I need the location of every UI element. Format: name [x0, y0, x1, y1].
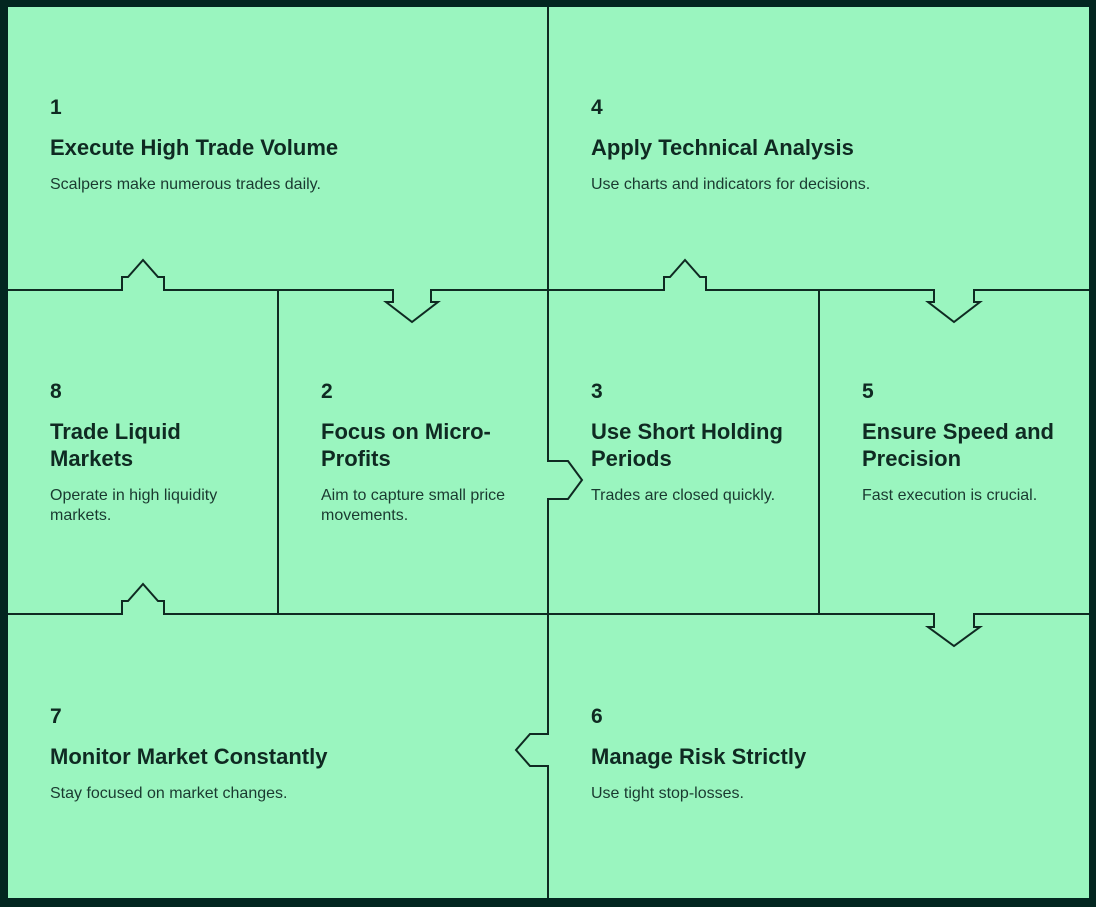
step-description: Stay focused on market changes. — [50, 785, 288, 802]
step-title: Execute High Trade Volume — [50, 135, 339, 160]
step-number: 1 — [50, 96, 62, 119]
step-description: Use tight stop-losses. — [591, 785, 744, 802]
step-description: Operate in high liquidity markets. — [50, 487, 218, 524]
step-description: Scalpers make numerous trades daily. — [50, 176, 321, 193]
step-1: 1 Execute High Trade Volume Scalpers mak… — [50, 96, 530, 195]
step-description: Trades are closed quickly. — [591, 487, 776, 504]
step-number: 3 — [591, 380, 603, 403]
step-number: 2 — [321, 380, 333, 403]
step-description: Use charts and indicators for decisions. — [591, 176, 871, 193]
step-2: 2 Focus on Micro-Profits Aim to capture … — [321, 380, 521, 526]
step-number: 6 — [591, 705, 603, 728]
step-4: 4 Apply Technical Analysis Use charts an… — [591, 96, 1071, 195]
step-number: 7 — [50, 705, 62, 728]
step-8: 8 Trade Liquid Markets Operate in high l… — [50, 380, 250, 526]
step-number: 4 — [591, 96, 603, 119]
step-5: 5 Ensure Speed and Precision Fast execut… — [862, 380, 1062, 506]
step-7: 7 Monitor Market Constantly Stay focused… — [50, 705, 530, 804]
step-title: Manage Risk Strictly — [591, 744, 807, 769]
step-title: Monitor Market Constantly — [50, 744, 328, 769]
step-title: Ensure Speed and Precision — [862, 419, 1054, 471]
step-title: Use Short Holding Periods — [591, 419, 783, 471]
diagram-canvas: 1 Execute High Trade Volume Scalpers mak… — [8, 7, 1089, 898]
step-title: Focus on Micro-Profits — [321, 419, 491, 471]
step-number: 8 — [50, 380, 62, 403]
step-description: Aim to capture small price movements. — [321, 487, 506, 524]
step-title: Trade Liquid Markets — [50, 419, 181, 471]
step-title: Apply Technical Analysis — [591, 135, 854, 160]
step-number: 5 — [862, 380, 874, 403]
step-description: Fast execution is crucial. — [862, 487, 1038, 504]
step-3: 3 Use Short Holding Periods Trades are c… — [591, 380, 796, 506]
step-6: 6 Manage Risk Strictly Use tight stop-lo… — [591, 705, 1071, 804]
connector-lines — [8, 7, 1089, 898]
